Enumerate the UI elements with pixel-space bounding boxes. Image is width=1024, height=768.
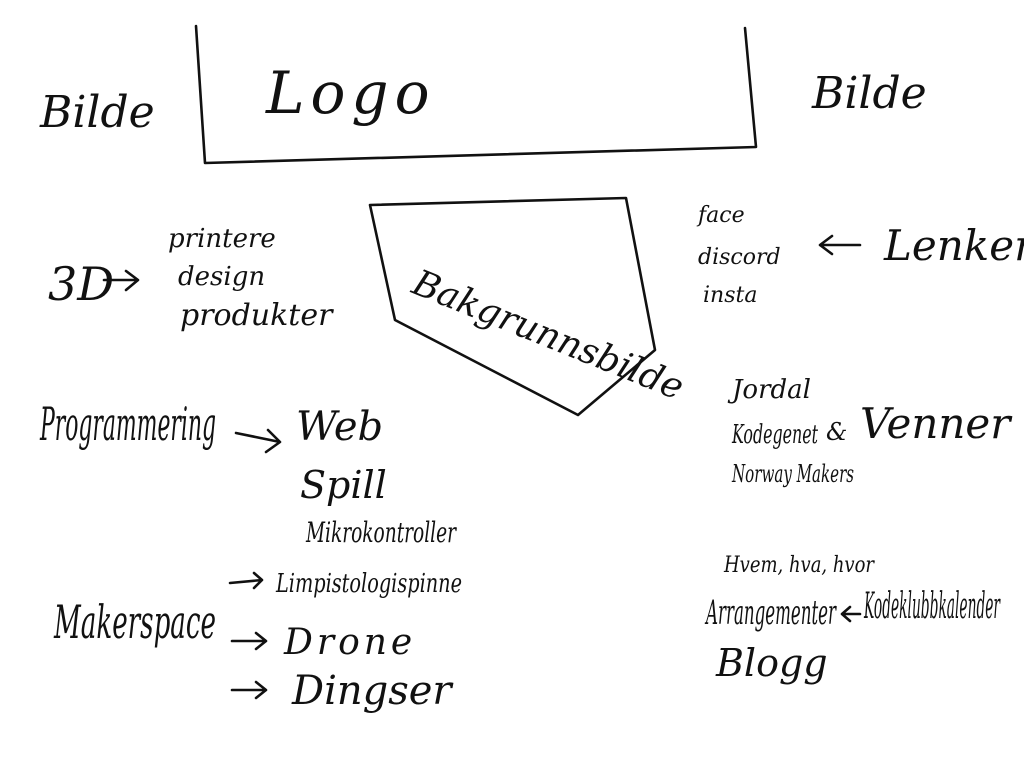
printing-item: design [178, 262, 265, 292]
arrow-icon [230, 631, 268, 651]
arrow-icon [234, 428, 282, 454]
logo-label: Logo [265, 59, 435, 127]
news-heading: Hvem, hva, hvor [723, 553, 875, 578]
links-item: face [696, 203, 745, 228]
links-label: Lenker [883, 221, 1024, 270]
background-image-label: Bakgrunnsbilde [406, 262, 690, 408]
friends-item: Kodegenet [731, 420, 818, 450]
arrow-icon [228, 571, 264, 590]
makerspace-item: Drone [283, 622, 416, 663]
printing-item: produkter [180, 298, 334, 333]
programming-item: Web [296, 404, 383, 450]
makerspace-item: Dingser [291, 668, 454, 714]
logo-frame [194, 24, 758, 165]
programming-item: Mikrokontroller [305, 516, 457, 549]
makerspace-item: Limpistologispinne [275, 569, 462, 599]
links-item: discord [698, 245, 781, 270]
calendar-label: Kodeklubbkalender [864, 586, 1001, 627]
arrow-icon [230, 680, 268, 700]
friends-item: Jordal [727, 375, 811, 405]
left-image-label: Bilde [39, 87, 155, 138]
links-item: insta [703, 283, 757, 308]
arrow-left-icon [818, 234, 862, 256]
friends-item: Norway Makers [731, 460, 854, 488]
programming-label: Programmering [40, 397, 216, 451]
programming-item: Spill [300, 463, 387, 507]
blog-label: Blogg [715, 641, 828, 685]
friends-label: Venner [860, 399, 1013, 448]
printing-item: printere [168, 224, 276, 254]
right-image-label: Bilde [811, 68, 927, 119]
makerspace-label: Makerspace [53, 595, 216, 649]
background-image-frame [368, 196, 657, 417]
arrangements-label: Arrangementer [705, 593, 837, 633]
ampersand-label: & [826, 418, 847, 446]
arrow-left-icon [840, 605, 862, 623]
printing-label: 3D [48, 257, 114, 311]
arrow-icon [102, 269, 140, 292]
